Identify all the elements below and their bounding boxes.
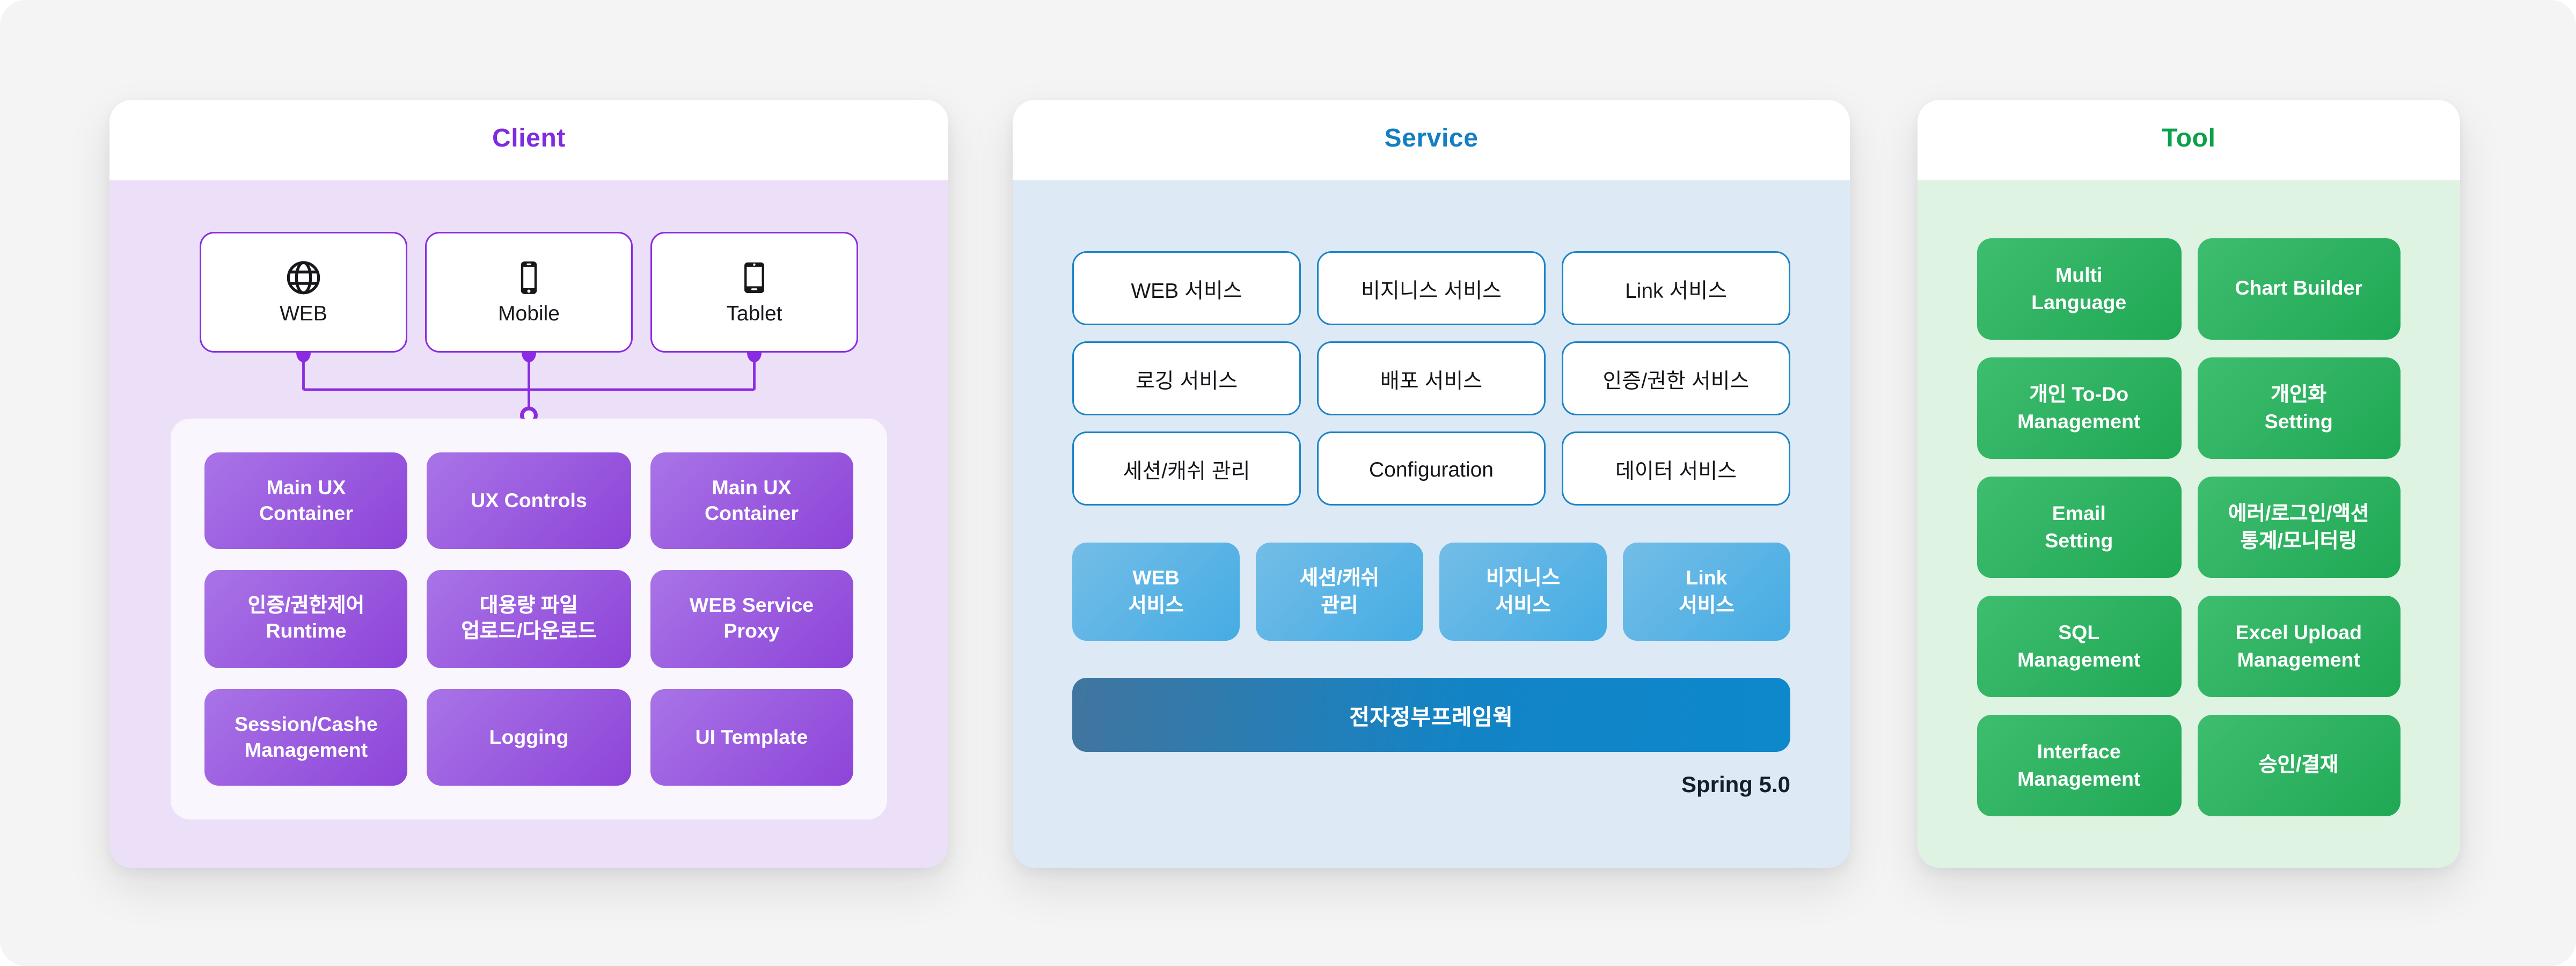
runtime-box-link: Link 서비스 xyxy=(1623,543,1790,641)
device-label-tablet: Tablet xyxy=(726,302,782,326)
globe-icon xyxy=(287,261,320,295)
device-box-web: WEB xyxy=(200,232,407,353)
tool-box-interface-mgmt: Interface Management xyxy=(1977,715,2181,816)
service-box-auth: 인증/권한 서비스 xyxy=(1562,341,1790,415)
tool-box-todo-management: 개인 To-Do Management xyxy=(1977,357,2181,459)
service-panel-body: WEB 서비스 비지니스 서비스 Link 서비스 로깅 서비스 배포 서비스 … xyxy=(1013,180,1850,868)
client-module-file-updown: 대용량 파일 업로드/다운로드 xyxy=(427,570,631,668)
tool-box-approval: 승인/결재 xyxy=(2197,715,2401,816)
client-panel-title: Client xyxy=(492,126,566,153)
service-box-web: WEB 서비스 xyxy=(1072,251,1301,325)
client-module-web-service-proxy: WEB Service Proxy xyxy=(649,570,853,668)
smartphone-icon xyxy=(521,262,537,295)
service-box-deploy: 배포 서비스 xyxy=(1317,341,1546,415)
tool-panel-body: Multi Language Chart Builder 개인 To-Do Ma… xyxy=(1918,180,2460,868)
egov-framework-bar: 전자정부프레임웍 xyxy=(1072,678,1790,752)
client-module-ux-controls: UX Controls xyxy=(427,452,631,550)
service-panel: Service WEB 서비스 비지니스 서비스 Link 서비스 로깅 서비스… xyxy=(1013,100,1850,868)
client-module-auth-runtime: 인증/권한제어 Runtime xyxy=(204,570,408,668)
tool-box-sql-management: SQL Management xyxy=(1977,596,2181,697)
service-box-logging: 로깅 서비스 xyxy=(1072,341,1301,415)
service-box-configuration: Configuration xyxy=(1317,431,1546,506)
spring-version-label: Spring 5.0 xyxy=(1681,771,1790,797)
runtime-box-web: WEB 서비스 xyxy=(1072,543,1240,641)
tool-boxes-grid: Multi Language Chart Builder 개인 To-Do Ma… xyxy=(1977,238,2401,816)
service-box-session-cache: 세션/캐쉬 관리 xyxy=(1072,431,1301,506)
runtime-box-session-cache: 세션/캐쉬 관리 xyxy=(1256,543,1423,641)
tool-box-chart-builder: Chart Builder xyxy=(2197,238,2401,340)
tool-panel-title: Tool xyxy=(2162,126,2216,153)
service-box-data: 데이터 서비스 xyxy=(1562,431,1790,506)
runtime-box-business: 비지니스 서비스 xyxy=(1439,543,1607,641)
tool-box-personal-setting: 개인화 Setting xyxy=(2197,357,2401,459)
device-label-mobile: Mobile xyxy=(498,302,560,326)
tool-box-excel-upload: Excel Upload Management xyxy=(2197,596,2401,697)
client-panel-header: Client xyxy=(109,100,948,180)
tool-box-email-setting: Email Setting xyxy=(1977,477,2181,578)
tablet-icon xyxy=(744,263,764,294)
tool-box-multi-language: Multi Language xyxy=(1977,238,2181,340)
client-panel: Client WEB xyxy=(109,100,948,868)
service-panel-header: Service xyxy=(1013,100,1850,180)
client-module-ui-template: UI Template xyxy=(649,688,853,786)
client-panel-body: WEB Mobile xyxy=(109,180,948,868)
client-module-main-ux-container-2: Main UX Container xyxy=(649,452,853,550)
service-box-link: Link 서비스 xyxy=(1562,251,1790,325)
device-box-tablet: Tablet xyxy=(650,232,858,353)
device-label-web: WEB xyxy=(280,302,327,326)
service-runtime-grid: WEB 서비스 세션/캐쉬 관리 비지니스 서비스 Link 서비스 xyxy=(1072,543,1790,641)
service-box-business: 비지니스 서비스 xyxy=(1317,251,1546,325)
service-panel-title: Service xyxy=(1384,126,1479,153)
tool-box-stats-monitoring: 에러/로그인/액션 통계/모니터링 xyxy=(2197,477,2401,578)
tool-panel-header: Tool xyxy=(1918,100,2460,180)
device-box-mobile: Mobile xyxy=(425,232,633,353)
client-module-main-ux-container-1: Main UX Container xyxy=(204,452,408,550)
client-module-session-cache: Session/Cashe Management xyxy=(204,688,408,786)
tool-panel: Tool Multi Language Chart Builder 개인 To-… xyxy=(1918,100,2460,868)
client-modules-container: Main UX Container UX Controls Main UX Co… xyxy=(171,419,887,819)
client-module-logging: Logging xyxy=(427,688,631,786)
service-boxes-grid: WEB 서비스 비지니스 서비스 Link 서비스 로깅 서비스 배포 서비스 … xyxy=(1072,251,1790,506)
